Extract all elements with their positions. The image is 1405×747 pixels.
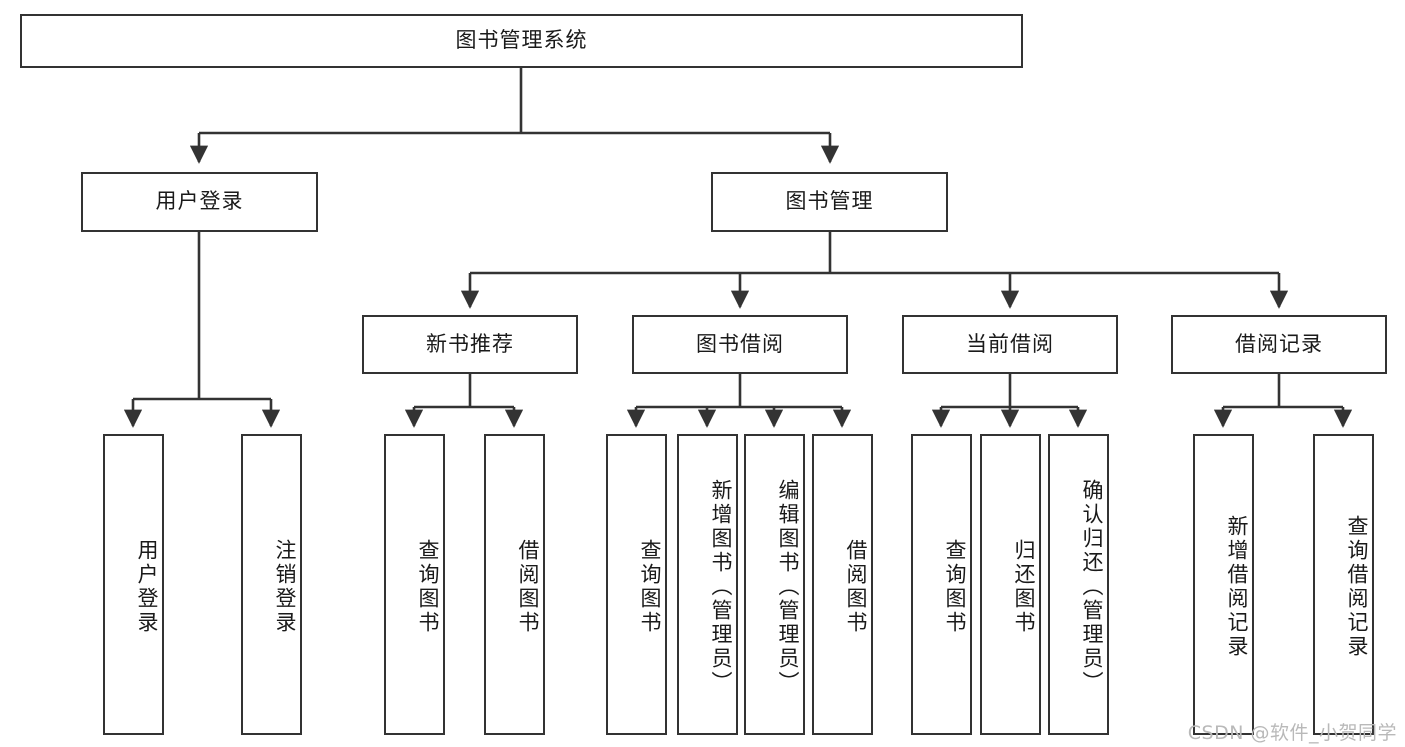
node-new-book-recommend[interactable]: 新书推荐 xyxy=(362,315,578,374)
node-book-management[interactable]: 图书管理 xyxy=(711,172,948,232)
node-borrow-record[interactable]: 借阅记录 xyxy=(1171,315,1387,374)
node-label: 新增借阅记录 xyxy=(1225,514,1249,659)
node-current-borrow[interactable]: 当前借阅 xyxy=(902,315,1118,374)
node-label: 图书借阅 xyxy=(696,331,784,356)
node-label: 图书管理 xyxy=(785,189,874,214)
leaf-query-book-current[interactable]: 查询图书 xyxy=(911,434,972,735)
leaf-confirm-return-admin[interactable]: 确认归还（管理员） xyxy=(1048,434,1109,735)
node-label: 当前借阅 xyxy=(966,331,1054,356)
node-label: 查询图书 xyxy=(943,538,967,635)
node-label: 编辑图书（管理员） xyxy=(776,478,800,695)
leaf-add-book-admin[interactable]: 新增图书（管理员） xyxy=(677,434,738,735)
node-user-login[interactable]: 用户登录 xyxy=(81,172,318,232)
leaf-user-login[interactable]: 用户登录 xyxy=(103,434,164,735)
node-root-system[interactable]: 图书管理系统 xyxy=(20,14,1023,68)
leaf-return-book[interactable]: 归还图书 xyxy=(980,434,1041,735)
leaf-borrow-book[interactable]: 借阅图书 xyxy=(812,434,873,735)
node-label: 借阅图书 xyxy=(516,538,540,635)
node-label: 新书推荐 xyxy=(426,331,514,356)
node-label: 查询图书 xyxy=(416,538,440,635)
node-label: 新增图书（管理员） xyxy=(709,478,733,695)
node-label: 查询图书 xyxy=(638,538,662,635)
node-label: 借阅记录 xyxy=(1235,331,1323,356)
leaf-logout[interactable]: 注销登录 xyxy=(241,434,302,735)
node-label: 归还图书 xyxy=(1012,538,1036,635)
node-label: 用户登录 xyxy=(135,538,159,635)
node-book-borrow[interactable]: 图书借阅 xyxy=(632,315,848,374)
leaf-query-book-recommend[interactable]: 查询图书 xyxy=(384,434,445,735)
node-label: 注销登录 xyxy=(273,538,297,635)
node-label: 确认归还（管理员） xyxy=(1080,478,1104,695)
leaf-add-borrow-record[interactable]: 新增借阅记录 xyxy=(1193,434,1254,735)
node-label: 借阅图书 xyxy=(844,538,868,635)
leaf-borrow-book-recommend[interactable]: 借阅图书 xyxy=(484,434,545,735)
node-label: 图书管理系统 xyxy=(455,28,588,53)
watermark-text: CSDN @软件_小贺同学 xyxy=(1187,722,1397,744)
leaf-edit-book-admin[interactable]: 编辑图书（管理员） xyxy=(744,434,805,735)
node-label: 用户登录 xyxy=(155,189,244,214)
leaf-query-borrow-record[interactable]: 查询借阅记录 xyxy=(1313,434,1374,735)
node-label: 查询借阅记录 xyxy=(1345,514,1369,659)
leaf-query-book-borrow[interactable]: 查询图书 xyxy=(606,434,667,735)
